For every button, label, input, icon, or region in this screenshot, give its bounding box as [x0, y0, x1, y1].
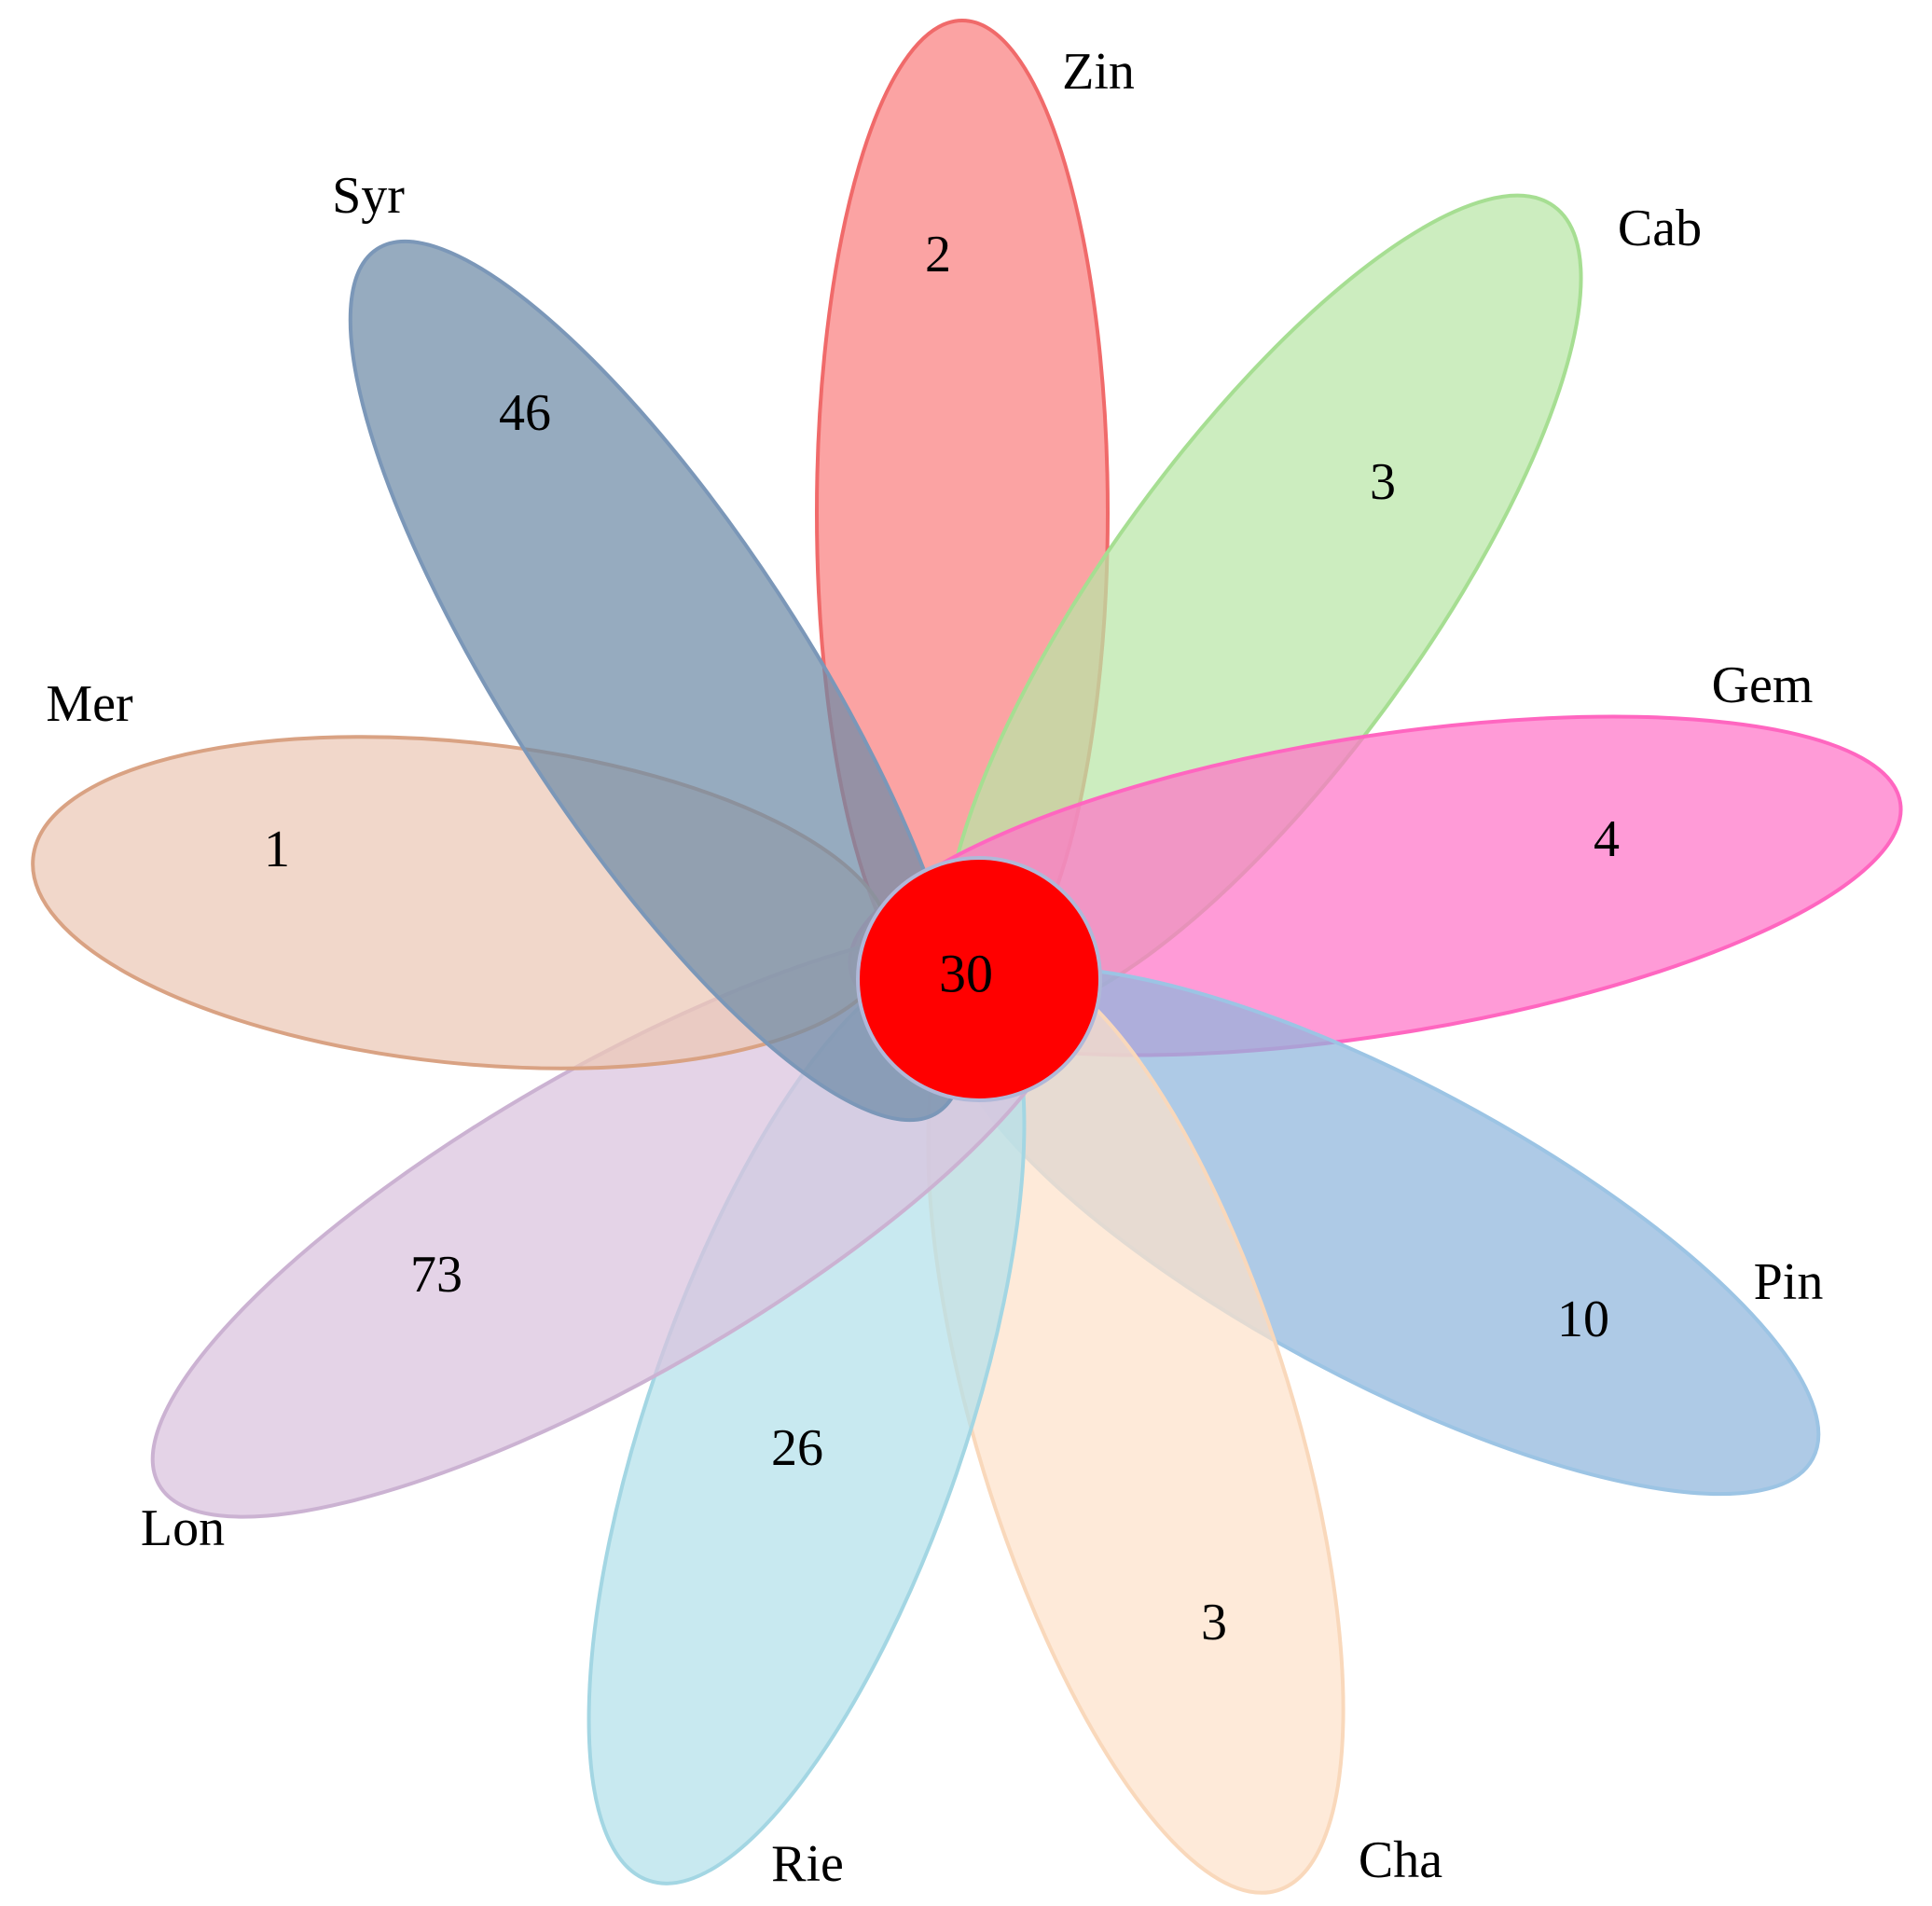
label-cha: Cha — [1359, 1831, 1442, 1889]
label-pin: Pin — [1754, 1253, 1824, 1311]
label-lon: Lon — [141, 1499, 225, 1557]
count-zin: 2 — [925, 226, 951, 283]
count-lon: 73 — [410, 1246, 462, 1304]
core-circle — [856, 856, 1102, 1102]
label-syr: Syr — [332, 167, 405, 225]
count-cha: 3 — [1201, 1594, 1227, 1651]
count-gem: 4 — [1594, 810, 1620, 868]
count-rie: 26 — [771, 1419, 823, 1477]
label-gem: Gem — [1712, 656, 1814, 714]
count-syr: 46 — [499, 384, 551, 442]
label-cab: Cab — [1618, 200, 1702, 257]
petal-syr — [348, 239, 967, 1123]
count-pin: 10 — [1557, 1291, 1609, 1348]
count-cab: 3 — [1370, 453, 1396, 511]
petal-layer — [31, 19, 1903, 1895]
count-mer: 1 — [264, 821, 290, 878]
label-mer: Mer — [46, 675, 133, 733]
label-zin: Zin — [1062, 43, 1135, 101]
label-rie: Rie — [771, 1835, 844, 1893]
core-count: 30 — [939, 943, 993, 1003]
